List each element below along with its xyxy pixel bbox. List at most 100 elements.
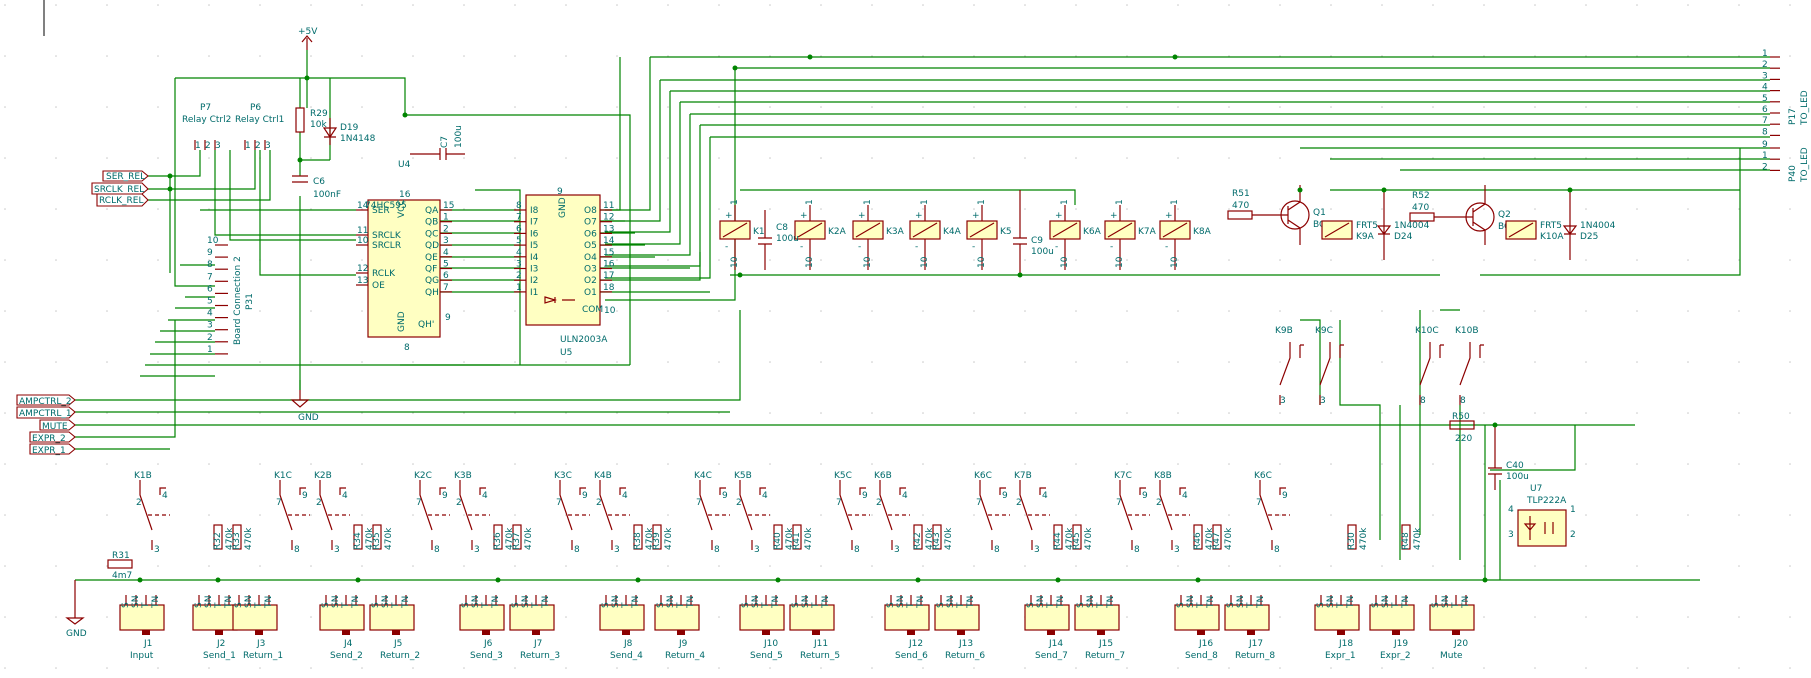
svg-text:I1: I1: [530, 288, 538, 298]
svg-text:8: 8: [1274, 545, 1280, 555]
svg-text:470k: 470k: [225, 527, 235, 550]
svg-text:17: 17: [603, 271, 614, 281]
svg-text:TO_LED: TO_LED: [1800, 90, 1810, 126]
svg-text:I6: I6: [530, 229, 539, 239]
svg-text:R50: R50: [1452, 412, 1470, 422]
svg-text:K9B: K9B: [1275, 326, 1293, 336]
svg-text:+: +: [800, 211, 808, 221]
svg-text:R38: R38: [633, 532, 643, 550]
svg-text:R48: R48: [1401, 532, 1411, 550]
u5-pin-i8: I88: [514, 201, 539, 216]
svg-text:Send_3: Send_3: [470, 651, 503, 661]
svg-text:S: S: [1371, 602, 1381, 608]
svg-text:T: T: [481, 602, 491, 609]
svg-text:7: 7: [1116, 498, 1122, 508]
svg-text:J7: J7: [533, 639, 542, 649]
svg-text:SN: SN: [131, 596, 141, 608]
hier-label-expr2: EXPR_2: [29, 431, 76, 444]
svg-text:Return_5: Return_5: [800, 651, 840, 661]
svg-text:12: 12: [357, 264, 368, 274]
svg-text:4: 4: [1762, 83, 1768, 93]
svg-text:I4: I4: [530, 253, 539, 263]
svg-text:S: S: [886, 602, 896, 608]
p31-pin-4: 4: [207, 309, 228, 319]
svg-text:QD: QD: [425, 241, 439, 251]
svg-text:R42: R42: [913, 532, 923, 550]
svg-text:R36: R36: [493, 532, 503, 550]
svg-text:T: T: [1391, 602, 1401, 609]
svg-text:+: +: [972, 211, 980, 221]
svg-text:Relay Ctrl2: Relay Ctrl2: [182, 115, 231, 125]
svg-text:SN: SN: [331, 596, 341, 608]
svg-text:Send_6: Send_6: [895, 651, 928, 661]
svg-text:K2C: K2C: [414, 471, 432, 481]
svg-text:K6C: K6C: [1254, 471, 1272, 481]
svg-text:Send_5: Send_5: [750, 651, 783, 661]
p31-pin-6: 6: [207, 284, 228, 294]
svg-text:8: 8: [1420, 396, 1426, 406]
svg-text:I5: I5: [530, 241, 538, 251]
svg-text:8: 8: [994, 545, 1000, 555]
svg-text:3: 3: [516, 260, 522, 270]
svg-text:2: 2: [1570, 530, 1576, 540]
svg-text:16: 16: [399, 190, 411, 200]
svg-text:J20: J20: [1453, 639, 1468, 649]
svg-text:SN: SN: [521, 596, 531, 608]
svg-text:K4A: K4A: [943, 227, 962, 237]
svg-text:7: 7: [1256, 498, 1262, 508]
sheet-grid: [4, 4, 1791, 669]
svg-text:10: 10: [1170, 256, 1180, 268]
svg-text:5: 5: [207, 297, 213, 307]
svg-text:P31: P31: [245, 293, 255, 310]
hier-label-expr1: EXPR_1: [29, 443, 76, 456]
svg-text:100nF: 100nF: [313, 190, 341, 200]
u5-pin-i4: I44: [514, 248, 539, 263]
svg-text:R37: R37: [512, 532, 522, 550]
svg-text:K10A: K10A: [1540, 232, 1564, 242]
svg-text:14: 14: [603, 236, 615, 246]
svg-text:470k: 470k: [1205, 527, 1215, 550]
svg-text:P17: P17: [1788, 108, 1798, 125]
svg-text:D19: D19: [340, 123, 359, 133]
svg-text:7: 7: [1762, 116, 1768, 126]
svg-text:SN: SN: [1186, 596, 1196, 608]
svg-text:QC: QC: [425, 229, 438, 239]
svg-text:+: +: [915, 211, 923, 221]
svg-text:R47: R47: [1212, 532, 1222, 550]
relay-k8a: K8A+-110: [1159, 199, 1212, 270]
svg-text:2: 2: [205, 141, 211, 151]
svg-text:T: T: [676, 602, 686, 609]
svg-text:K3A: K3A: [886, 227, 905, 237]
svg-text:12: 12: [603, 213, 614, 223]
svg-text:K3C: K3C: [554, 471, 572, 481]
svg-text:2: 2: [1762, 60, 1768, 70]
svg-text:T: T: [1196, 602, 1206, 609]
svg-text:4: 4: [622, 491, 628, 501]
svg-text:T: T: [1246, 602, 1256, 609]
svg-text:SER_REL: SER_REL: [106, 172, 145, 182]
svg-text:AMPCTRL_2: AMPCTRL_2: [19, 397, 72, 407]
svg-text:R41: R41: [792, 532, 802, 550]
c7-capacitor: C7 100u: [410, 125, 465, 160]
svg-text:GND: GND: [558, 197, 568, 218]
svg-text:RCLK_REL: RCLK_REL: [99, 196, 143, 206]
svg-text:C40: C40: [1506, 461, 1524, 471]
